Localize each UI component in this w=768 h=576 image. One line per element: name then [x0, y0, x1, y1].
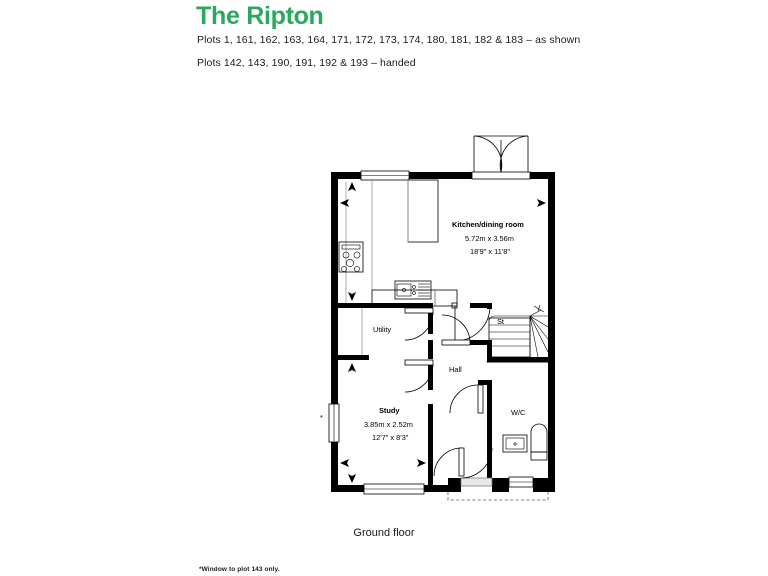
- window-kitchen-top: [360, 170, 410, 181]
- interior-doors: [404, 302, 491, 477]
- room-label-study: Study: [379, 406, 400, 415]
- window-wc-bottom: [508, 476, 534, 488]
- room-dim-imperial-study: 12'7" x 8'3": [372, 433, 409, 442]
- basin-icon: [502, 434, 528, 453]
- room-label-hall: Hall: [449, 365, 462, 374]
- door-study-north: [404, 359, 434, 393]
- porch-canopy-dashed: [447, 492, 549, 501]
- french-doors-kitchen: [471, 135, 531, 180]
- sink-icon: [394, 280, 432, 300]
- plots-handed-text: Plots 142, 143, 190, 191, 192 & 193 – ha…: [197, 57, 416, 69]
- window-study-bottom: [363, 483, 425, 495]
- toilet-icon: [530, 423, 548, 461]
- room-label-store: St: [497, 317, 504, 326]
- room-label-kitchen: Kitchen/dining room: [452, 220, 524, 229]
- room-dim-imperial-kitchen: 18'9" x 11'8": [470, 247, 510, 256]
- window-asterisk-marker: *: [320, 413, 323, 422]
- door-wc: [449, 384, 484, 414]
- room-label-wc: W/C: [511, 408, 526, 417]
- door-store: [441, 314, 471, 346]
- room-labels: Kitchen/dining room 5.72m x 3.56m 18'9" …: [364, 220, 526, 442]
- page-title: The Ripton: [196, 2, 324, 30]
- window-footnote: *Window to plot 143 only.: [199, 566, 280, 573]
- kitchen-fittings: [338, 179, 458, 307]
- interior-walls: [331, 303, 548, 485]
- room-dim-metric-kitchen: 5.72m x 3.56m: [465, 234, 514, 243]
- windows: *: [320, 170, 534, 495]
- door-kitchen: [451, 302, 491, 342]
- plots-as-shown-text: Plots 1, 161, 162, 163, 164, 171, 172, 1…: [197, 34, 581, 46]
- window-study-left: [328, 403, 340, 443]
- staircase: [486, 304, 549, 363]
- room-label-utility: Utility: [373, 325, 391, 334]
- room-dim-metric-study: 3.85m x 2.52m: [364, 420, 413, 429]
- stair-winders: [529, 304, 549, 358]
- door-utility: [404, 307, 434, 341]
- front-door: [460, 447, 493, 487]
- dimension-arrows: [340, 182, 546, 483]
- door-study-south: [433, 447, 465, 477]
- wc-fittings: [502, 423, 548, 461]
- exterior-walls: [331, 172, 555, 492]
- hob-icon: [338, 241, 364, 273]
- floor-caption: Ground floor: [353, 527, 415, 539]
